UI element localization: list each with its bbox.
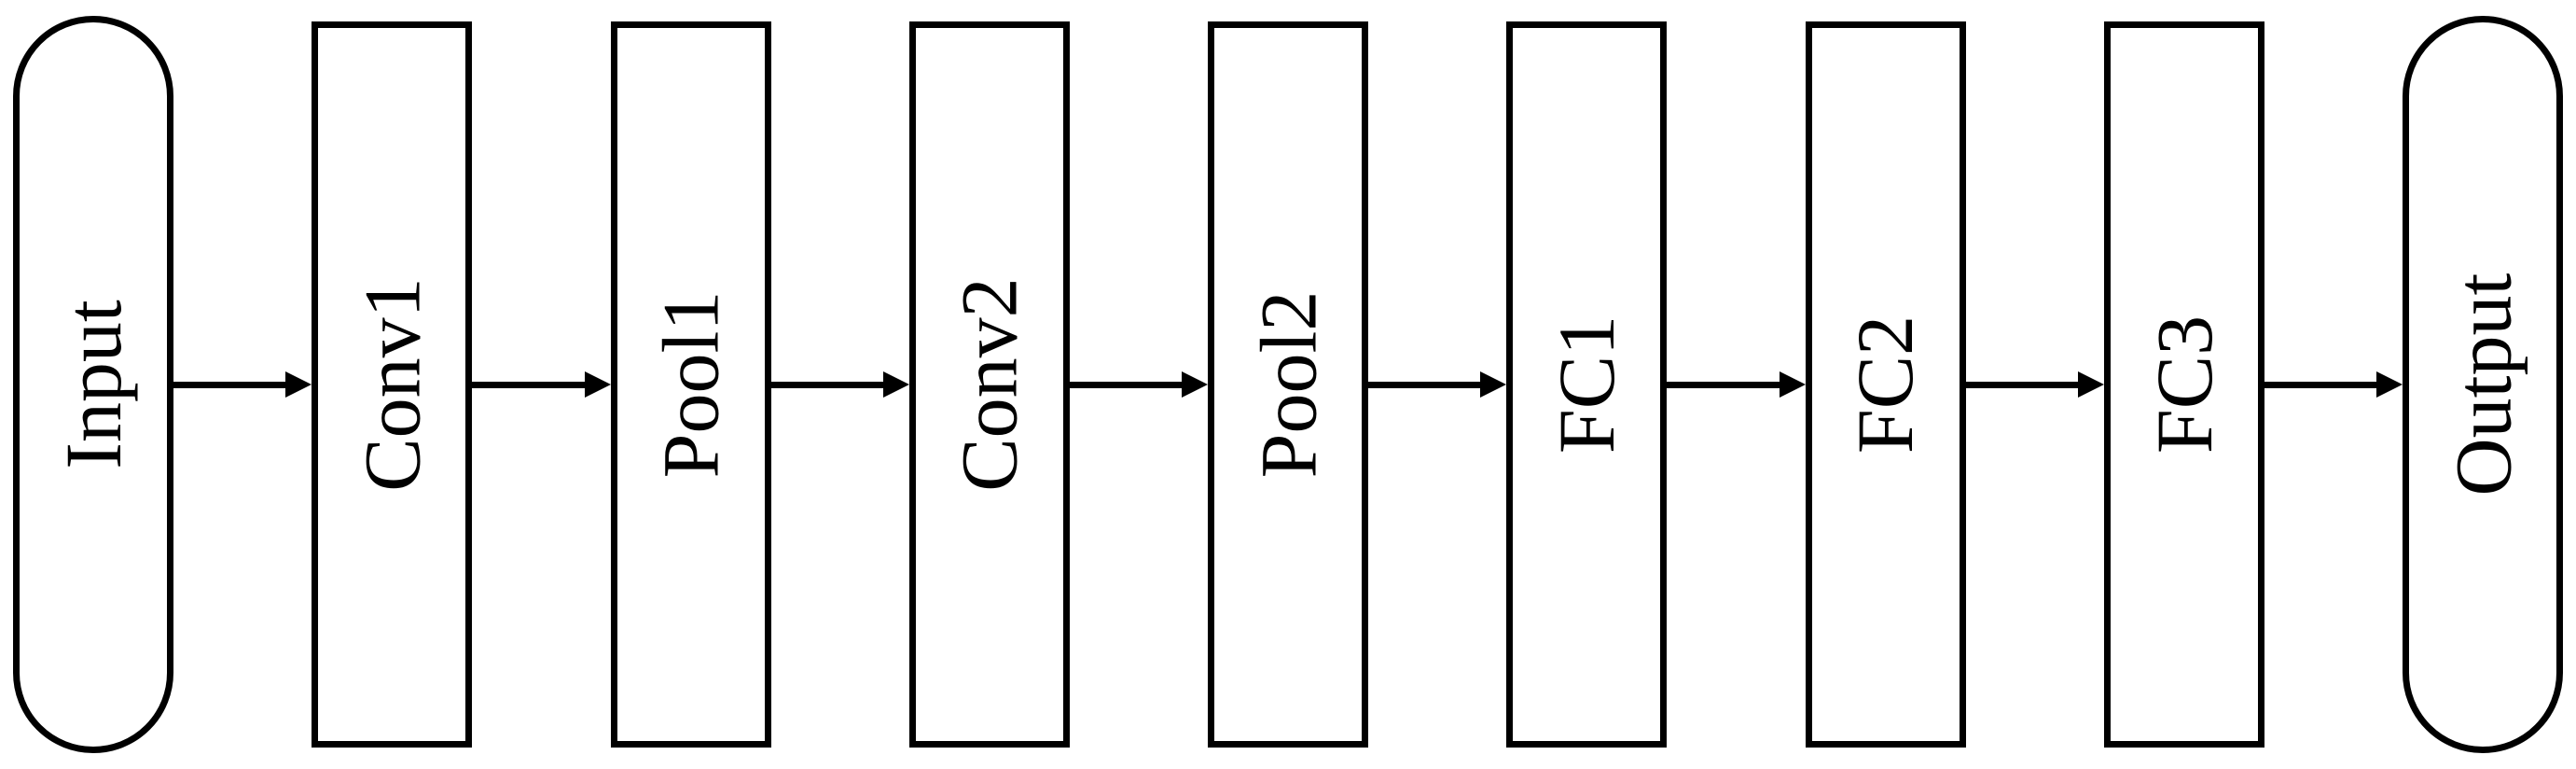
- arrow-shaft: [472, 381, 586, 388]
- node-label: Input: [48, 300, 139, 469]
- flow-arrow-conv1-to-pool1: [472, 371, 611, 398]
- arrow-shaft: [1069, 381, 1183, 388]
- node-conv1: Conv1: [312, 21, 473, 748]
- flow-arrow-fc2-to-fc3: [1965, 371, 2104, 398]
- node-label: Output: [2438, 273, 2528, 496]
- arrow-head-icon: [1182, 371, 1208, 398]
- node-output: Output: [2403, 16, 2563, 753]
- flow-arrow-pool1-to-conv2: [770, 371, 909, 398]
- arrow-shaft: [770, 381, 884, 388]
- arrow-head-icon: [584, 371, 611, 398]
- flow-arrow-pool2-to-fc1: [1368, 371, 1507, 398]
- flow-arrow-fc3-to-output: [2264, 371, 2403, 398]
- arrow-head-icon: [2077, 371, 2104, 398]
- node-input: Input: [13, 16, 173, 753]
- arrow-head-icon: [1779, 371, 1806, 398]
- node-pool2: Pool2: [1208, 21, 1368, 748]
- arrow-shaft: [173, 381, 287, 388]
- node-label: FC3: [2139, 315, 2229, 454]
- node-label: Pool1: [645, 290, 736, 479]
- node-label: Pool2: [1243, 290, 1334, 479]
- arrow-head-icon: [882, 371, 909, 398]
- arrow-shaft: [2264, 381, 2377, 388]
- flow-arrow-input-to-conv1: [173, 371, 312, 398]
- node-pool1: Pool1: [610, 21, 771, 748]
- arrow-shaft: [1965, 381, 2079, 388]
- node-label: Conv2: [944, 277, 1034, 492]
- flow-arrow-fc1-to-fc2: [1667, 371, 1806, 398]
- arrow-head-icon: [285, 371, 312, 398]
- arrow-head-icon: [1480, 371, 1507, 398]
- node-label: FC2: [1840, 315, 1931, 454]
- node-label: FC1: [1542, 315, 1632, 454]
- node-fc1: FC1: [1506, 21, 1668, 748]
- node-conv2: Conv2: [908, 21, 1070, 748]
- node-fc3: FC3: [2103, 21, 2264, 748]
- node-fc2: FC2: [1805, 21, 1966, 748]
- arrow-head-icon: [2376, 371, 2403, 398]
- arrow-shaft: [1667, 381, 1780, 388]
- arrow-shaft: [1368, 381, 1482, 388]
- flow-arrow-conv2-to-pool2: [1069, 371, 1208, 398]
- node-label: Conv1: [347, 277, 437, 492]
